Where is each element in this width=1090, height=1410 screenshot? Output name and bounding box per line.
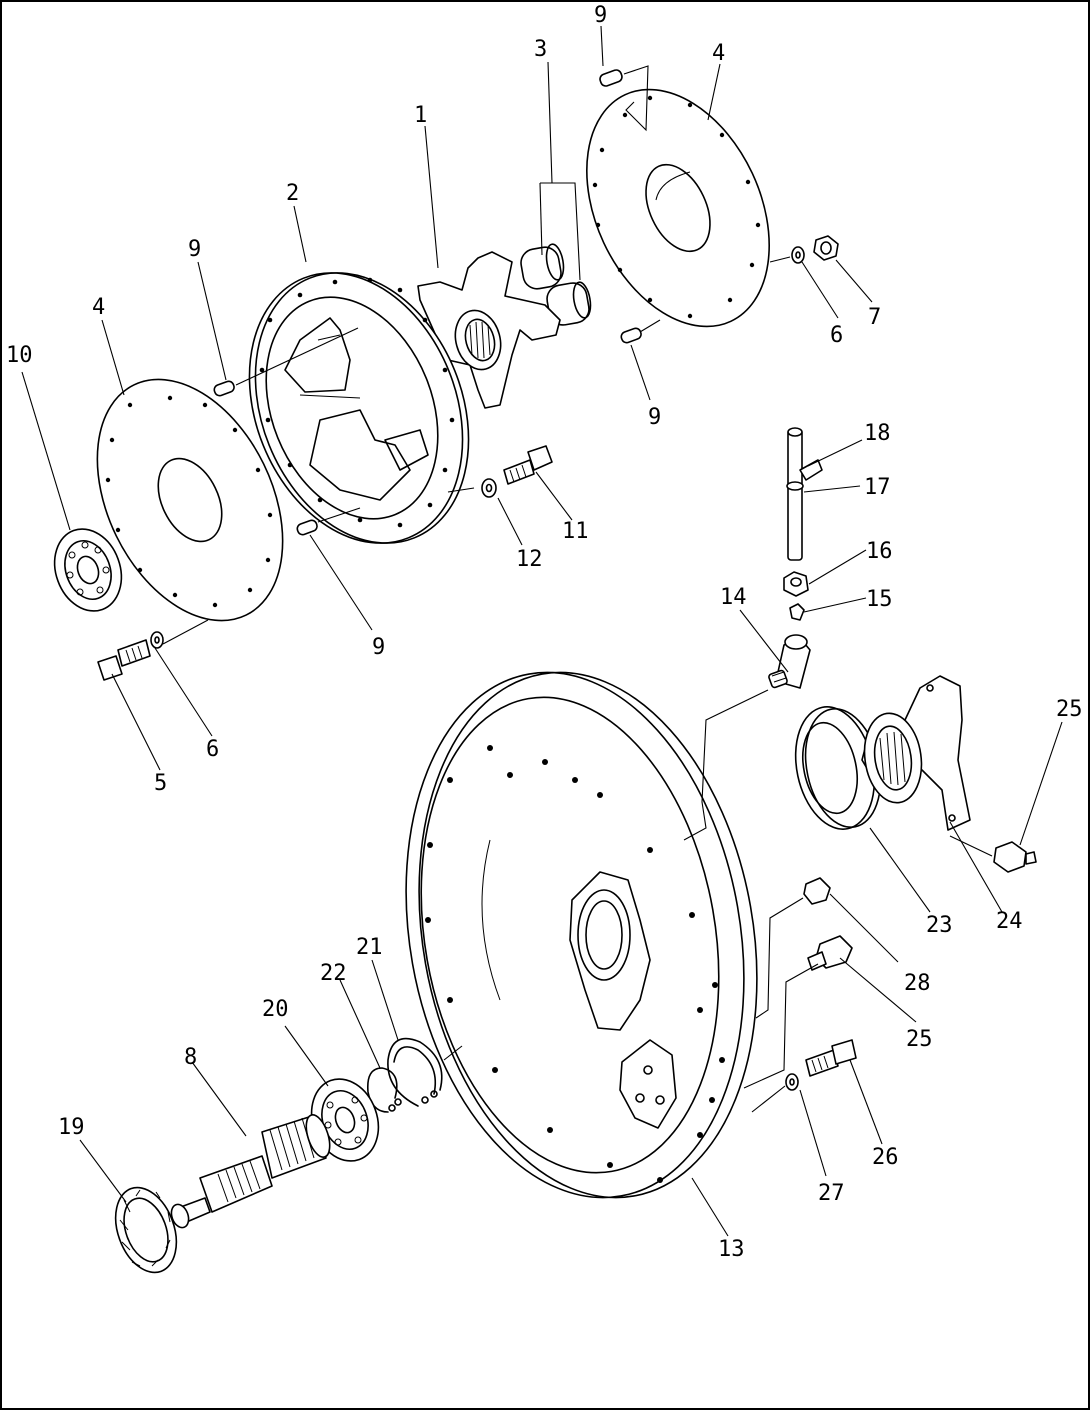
lube-fitting-assembly	[768, 427, 823, 689]
label-7: 7	[868, 305, 881, 330]
bearing-lower	[114, 1186, 178, 1274]
label-21: 21	[356, 935, 383, 960]
label-13: 13	[718, 1237, 745, 1262]
label-10: 10	[6, 343, 33, 368]
label-25-upper: 25	[1056, 697, 1083, 722]
label-9-right: 9	[648, 405, 661, 430]
label-16: 16	[866, 539, 893, 564]
yoke-flange	[861, 675, 971, 831]
coupling-housing	[248, 272, 470, 544]
label-6-upper: 6	[830, 323, 843, 348]
fasteners-lower-left	[97, 631, 164, 681]
label-23: 23	[926, 913, 953, 938]
label-17: 17	[864, 475, 891, 500]
bearing-left	[53, 528, 123, 612]
label-12: 12	[516, 547, 543, 572]
label-11: 11	[562, 519, 589, 544]
label-9-left: 9	[188, 237, 201, 262]
leader-lines	[21, 25, 1063, 1237]
label-27: 27	[818, 1181, 845, 1206]
fittings-right	[785, 841, 1037, 1091]
rubber-blocks	[520, 243, 592, 326]
label-22: 22	[320, 961, 347, 986]
label-19: 19	[58, 1115, 85, 1140]
fasteners-upper	[481, 235, 839, 498]
label-14: 14	[720, 585, 747, 610]
label-24: 24	[996, 909, 1023, 934]
label-3: 3	[534, 37, 547, 62]
label-4-lower: 4	[92, 295, 105, 320]
cover-plate-lower	[96, 378, 284, 622]
label-18: 18	[864, 421, 891, 446]
label-20: 20	[262, 997, 289, 1022]
main-housing	[405, 671, 758, 1199]
splined-shaft	[170, 1114, 331, 1229]
label-28: 28	[904, 971, 931, 996]
label-8: 8	[184, 1045, 197, 1070]
callout-labels: 9 3 4 1 2 9 4 10 9 6 7 18 17 16 15 14 11…	[6, 3, 1083, 1262]
label-1: 1	[414, 103, 427, 128]
label-26: 26	[872, 1145, 899, 1170]
label-6-lower: 6	[206, 737, 219, 762]
label-25-lower: 25	[906, 1027, 933, 1052]
label-9-bottom: 9	[372, 635, 385, 660]
snap-rings	[366, 1037, 443, 1113]
label-5: 5	[154, 771, 167, 796]
label-9-top: 9	[594, 3, 607, 28]
label-15: 15	[866, 587, 893, 612]
spider-hub	[417, 251, 561, 409]
label-4-upper: 4	[712, 41, 725, 66]
label-2: 2	[286, 181, 299, 206]
cover-plate-upper	[586, 88, 770, 328]
dowel-pins	[213, 69, 642, 536]
